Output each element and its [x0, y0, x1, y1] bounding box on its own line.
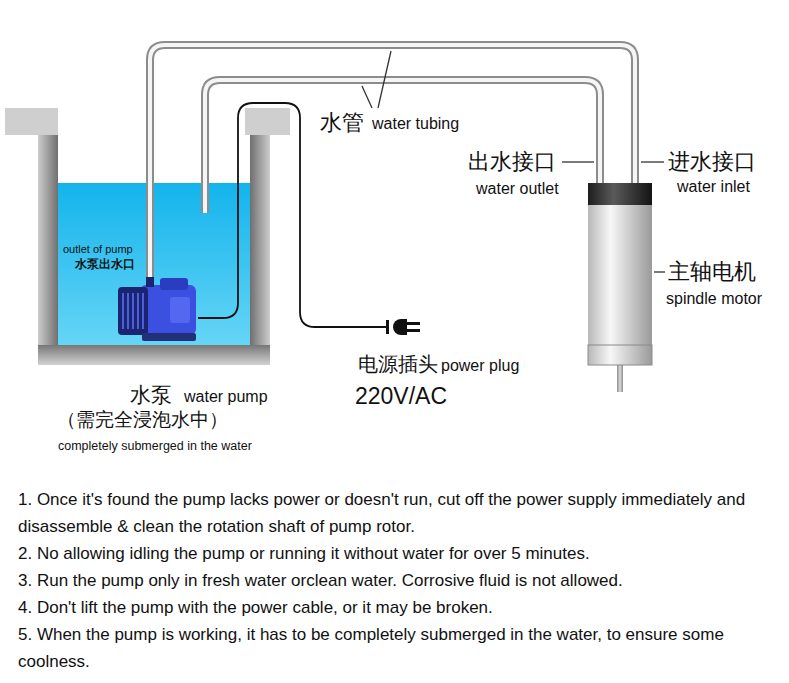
pump-drawing [118, 277, 198, 341]
note-line: 1. Once it's found the pump lacks power … [18, 486, 783, 540]
node-text: 电源插头 [358, 353, 438, 376]
node-text: water pump [184, 388, 268, 406]
notes-block: 1. Once it's found the pump lacks power … [18, 486, 783, 675]
spindle-drawing [588, 183, 652, 365]
node-text: power plug [441, 357, 519, 375]
water-pump: 水泵water pump（需完全浸泡水中）completely submerge… [118, 277, 198, 341]
spindle-shaft [617, 365, 623, 392]
node-text: spindle motor [666, 290, 762, 308]
part-label: 水泵出水口 [75, 258, 135, 272]
part-label: water tubing [372, 115, 459, 133]
node-text: 水泵 [130, 383, 172, 407]
node-text: 主轴电机 [668, 259, 756, 284]
note-line: 2. No allowing idling the pump or runnin… [18, 540, 783, 567]
note-line: 5. When the pump is working, it has to b… [18, 621, 783, 675]
node-text: completely submerged in the water [58, 439, 252, 453]
part-label: outlet of pump [63, 243, 133, 256]
node-text: 220V/AC [355, 383, 447, 409]
water-tube [150, 45, 635, 277]
return-tube [205, 80, 600, 213]
power-cable [198, 103, 386, 327]
power-plug: 电源插头power plug220V/AC [386, 318, 422, 336]
plug-drawing [386, 318, 422, 336]
part-label: water outlet [476, 180, 559, 198]
note-line: 4. Don't lift the pump with the power ca… [18, 594, 783, 621]
spindle-motor: 主轴电机spindle motor [588, 183, 652, 365]
node-text: （需完全浸泡水中） [57, 409, 228, 431]
part-label: 出水接口 [468, 149, 556, 174]
part-label: 水管 [320, 110, 364, 135]
note-line: 3. Run the pump only in fresh water orcl… [18, 567, 783, 594]
part-label: 进水接口 [668, 149, 756, 174]
part-label: water inlet [677, 178, 750, 196]
